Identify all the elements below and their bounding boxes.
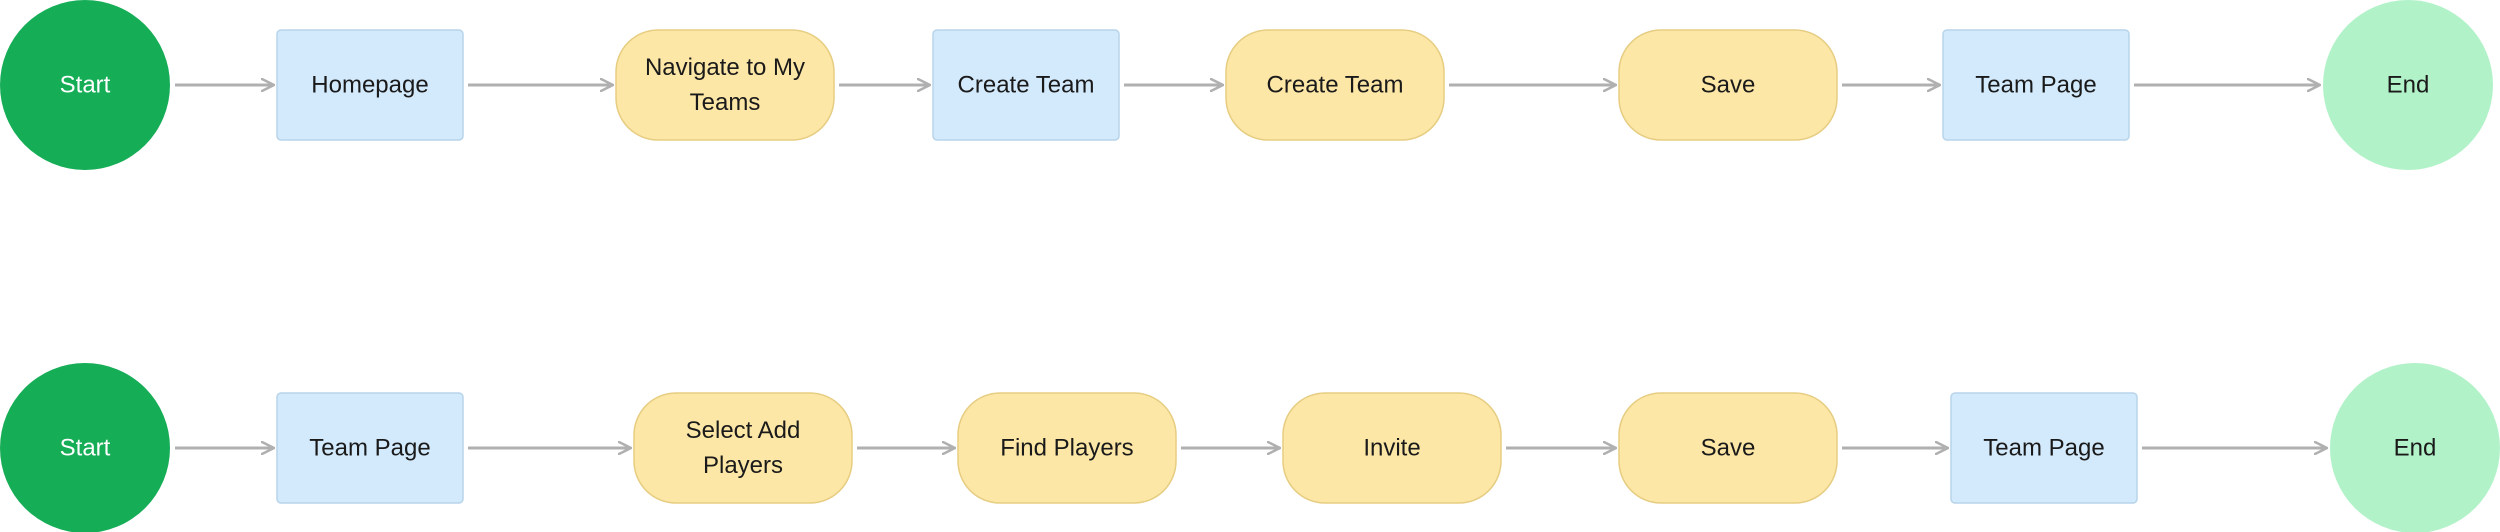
end-node: End [2323,0,2493,170]
end-circle [2323,0,2493,170]
node-label-line: Team Page [1983,435,2104,462]
node-label-line: Homepage [311,72,428,99]
node-label-line: Find Players [1000,435,1133,462]
action-node: Invite [1282,392,1502,504]
action-pill [1618,392,1838,504]
page-node: Team Page [1942,29,2130,141]
action-pill [1282,392,1502,504]
action-node: Save [1618,392,1838,504]
start-node: Start [0,0,170,170]
node-label-line: Team Page [309,435,430,462]
end-circle [2330,363,2500,532]
page-node: Create Team [932,29,1120,141]
node-label-line: Select Add [686,417,801,444]
start-node: Start [0,363,170,532]
flow-row-1: Start Homepage Navigate to My Teams Create T… [0,0,2493,170]
action-pill [1618,29,1838,141]
start-label: Start [60,435,111,462]
page-box [276,29,464,141]
action-pill [633,392,853,504]
action-pill [957,392,1177,504]
page-box [1942,29,2130,141]
action-pill [1225,29,1445,141]
end-label: End [2387,72,2430,99]
action-node: Navigate to My Teams [615,29,835,141]
node-label-line: Navigate to My [645,54,805,81]
node-label-line: Invite [1363,435,1420,462]
start-circle [0,363,170,532]
action-node: Save [1618,29,1838,141]
node-label-line: Create Team [958,72,1095,99]
start-circle [0,0,170,170]
node-label-line: Save [1701,72,1756,99]
page-box [276,392,464,504]
action-pill [615,29,835,141]
node-label-line: Save [1701,435,1756,462]
node-label-line: Teams [690,89,761,116]
action-node: Find Players [957,392,1177,504]
page-node: Team Page [1950,392,2138,504]
page-node: Homepage [276,29,464,141]
node-label-line: Team Page [1975,72,2096,99]
start-label: Start [60,72,111,99]
node-label-line: Create Team [1267,72,1404,99]
page-box [1950,392,2138,504]
page-box [932,29,1120,141]
end-label: End [2394,435,2437,462]
action-node: Create Team [1225,29,1445,141]
node-label-line: Players [703,452,783,479]
end-node: End [2330,363,2500,532]
page-node: Team Page [276,392,464,504]
